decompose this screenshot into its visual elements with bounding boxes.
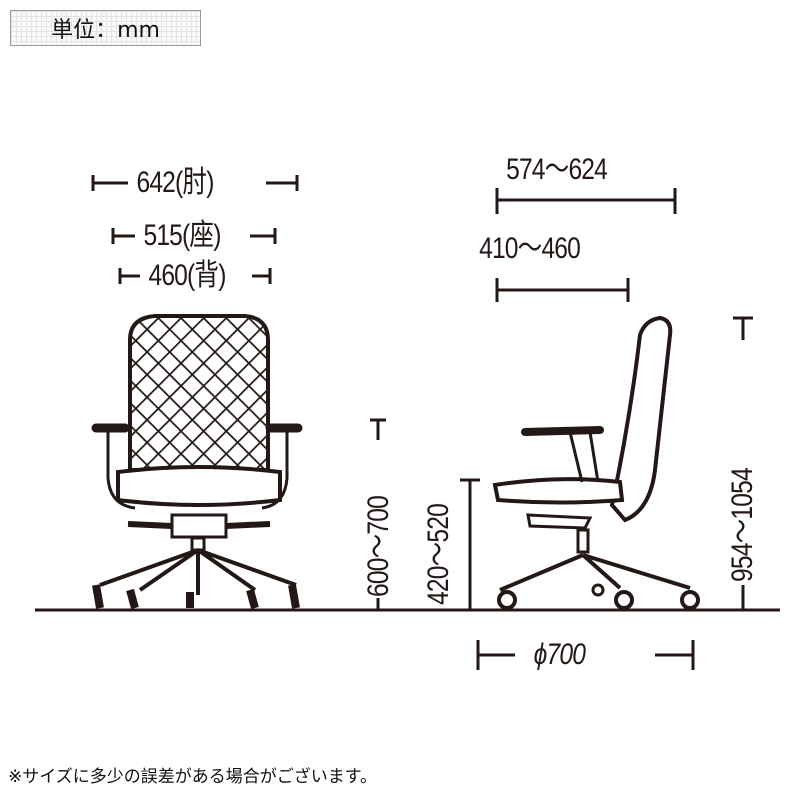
chair-front-view: [91, 314, 303, 610]
seat-height-label: 420～520: [422, 504, 455, 605]
seat-depth-label: 410～460: [479, 232, 581, 265]
chair-side-view: [492, 315, 700, 610]
base-diameter-label: ϕ700: [533, 638, 586, 671]
dim-line-642: [91, 175, 299, 191]
unit-label: 単位：mm: [10, 10, 201, 46]
dim-line-460: [118, 268, 272, 284]
dim-line-700: [476, 640, 695, 670]
dim-line-420-520: [460, 478, 480, 610]
overall-height-label: 954～1054: [726, 468, 759, 582]
armrest-width-label: 642(肘): [136, 166, 214, 199]
overall-depth-label: 574～624: [506, 153, 608, 186]
dim-line-515: [111, 228, 277, 244]
armrest-height-label: 600～700: [362, 496, 395, 597]
dim-line-410-460: [495, 278, 630, 302]
dim-line-954-1054: [733, 316, 753, 610]
footnote: ※サイズに多少の誤差がある場合がございます。: [8, 767, 378, 787]
dim-line-574-624: [495, 188, 677, 214]
dim-line-600-700: [370, 418, 386, 610]
seat-width-label: 515(座): [143, 219, 221, 252]
back-width-label: 460(背): [148, 259, 226, 292]
